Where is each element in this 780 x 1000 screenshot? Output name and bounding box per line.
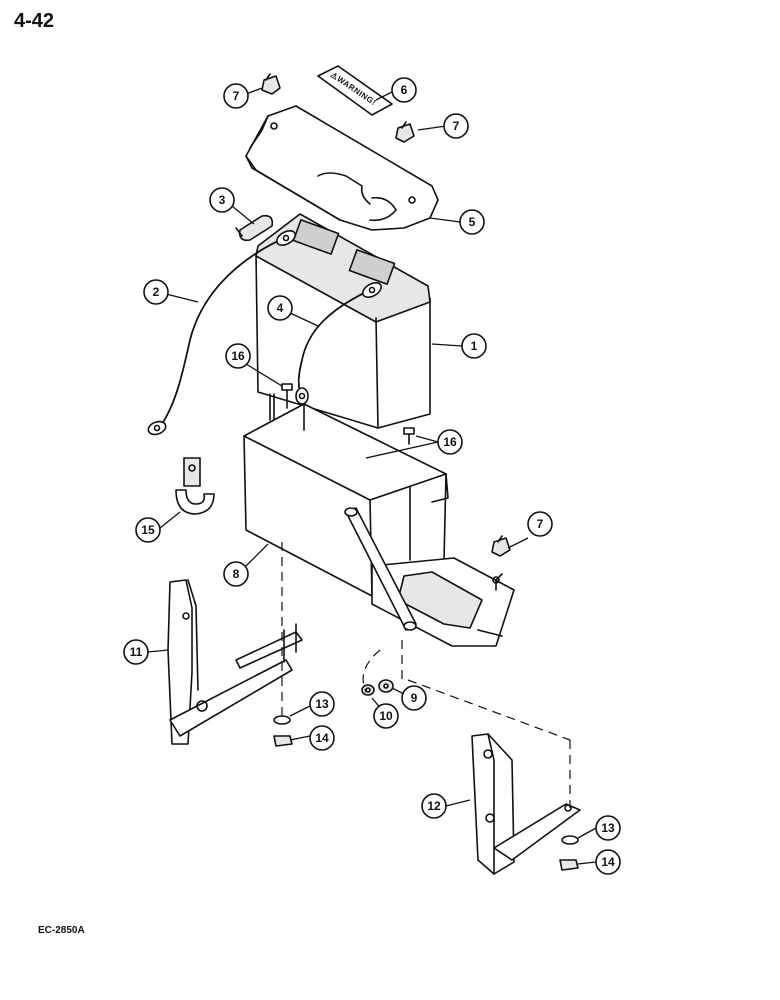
svg-text:6: 6 [401,83,408,97]
washer [273,715,291,725]
svg-text:8: 8 [233,567,240,581]
svg-text:13: 13 [601,821,615,835]
negative-cable [147,229,296,436]
callout-7: 7 [223,83,249,109]
svg-text:3: 3 [219,193,226,207]
svg-text:5: 5 [469,215,476,229]
callout-8: 8 [223,561,249,587]
callout-13: 13 [595,815,621,841]
svg-text:2: 2 [153,285,160,299]
svg-text:10: 10 [379,709,393,723]
left-mounting-bracket [167,579,303,745]
svg-text:14: 14 [601,855,615,869]
callout-10: 10 [373,703,399,729]
battery [255,213,431,429]
leader-lines [147,87,597,865]
svg-text:16: 16 [443,435,457,449]
callout-7: 7 [443,113,469,139]
battery-cover [245,105,439,231]
callout-14: 14 [309,725,335,751]
stud [269,393,275,421]
callout-14: 14 [595,849,621,875]
callout-3: 3 [209,187,235,213]
svg-text:7: 7 [537,517,544,531]
battery-tray [371,557,515,647]
callout-6: 6 [391,77,417,103]
callout-15: 15 [135,517,161,543]
svg-text:11: 11 [130,645,143,659]
warning-decal: ⚠WARNING! [317,65,393,116]
callout-4: 4 [267,295,293,321]
document-code: EC-2850A [38,925,85,936]
nut [559,859,579,871]
nut [378,679,394,693]
alignment-lines [281,542,571,808]
svg-text:7: 7 [233,89,240,103]
callout-16: 16 [437,429,463,455]
nut [273,735,293,747]
callout-11: 11 [123,639,149,665]
svg-text:12: 12 [427,799,441,813]
callout-7: 7 [527,511,553,537]
svg-text:7: 7 [453,119,460,133]
svg-text:1: 1 [471,339,478,353]
callout-2: 2 [143,279,169,305]
wing-nut [395,121,415,143]
right-mounting-bracket [471,733,581,875]
washer [561,835,579,845]
svg-text:4: 4 [277,301,284,315]
callout-12: 12 [421,793,447,819]
callout-1: 1 [461,333,487,359]
washer [361,684,375,696]
cable-clip [175,457,215,515]
page-number: 4-42 [14,10,55,32]
callout-9: 9 [401,685,427,711]
callout-16: 16 [225,343,251,369]
svg-text:9: 9 [411,691,418,705]
svg-text:16: 16 [231,349,245,363]
wing-nut [491,535,511,557]
callout-5: 5 [459,209,485,235]
bolt [281,383,293,409]
callout-13: 13 [309,691,335,717]
svg-text:14: 14 [315,731,329,745]
wing-nut [261,73,281,95]
hold-down-strap [344,507,417,631]
terminal-cover [235,214,274,242]
svg-text:15: 15 [141,523,155,537]
positive-cable [295,281,382,405]
svg-text:13: 13 [315,697,329,711]
bolt [403,427,415,445]
